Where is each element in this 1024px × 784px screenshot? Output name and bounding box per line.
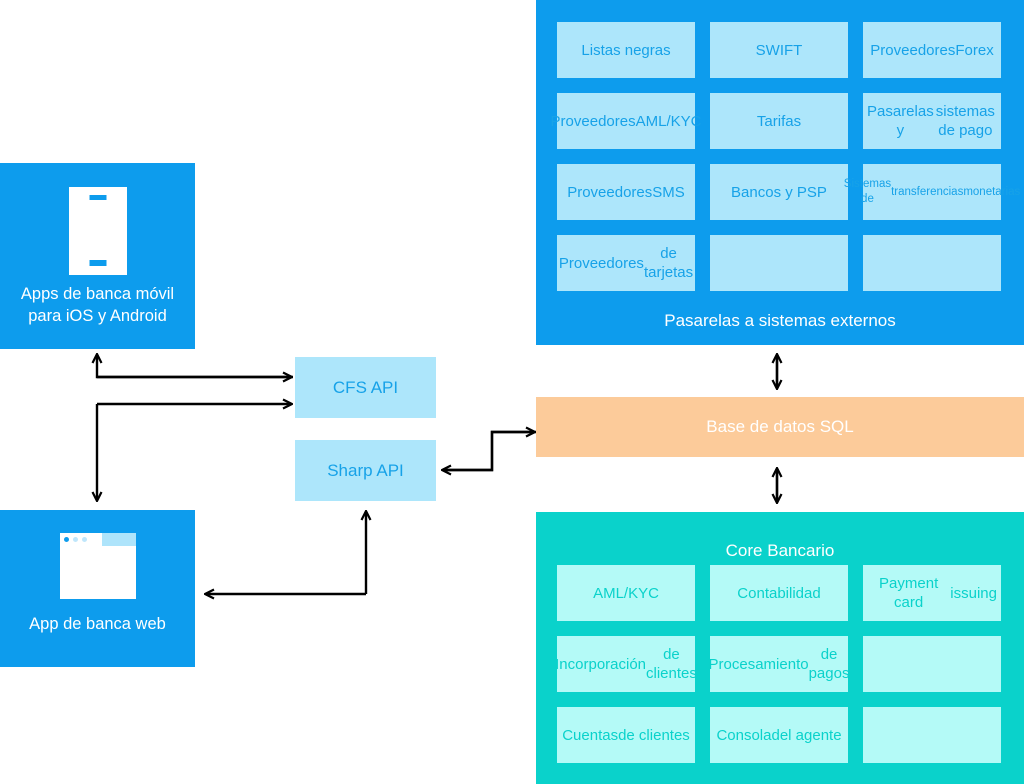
core-tile-label-line: de pagos <box>808 646 850 682</box>
browser-title-bar <box>60 533 136 546</box>
browser-tab <box>101 533 136 546</box>
external-tile[interactable]: Listas negras <box>557 22 695 78</box>
external-tile-label-line: Pasarelas y <box>867 103 934 139</box>
external-panel-caption: Pasarelas a sistemas externos <box>664 311 896 330</box>
mobile-banking-apps-panel[interactable]: Apps de banca móvil para iOS y Android <box>0 163 195 349</box>
core-tile-label-line: Payment card <box>879 575 939 611</box>
browser-dot-2 <box>72 537 78 542</box>
sql-database-panel[interactable]: Base de datos SQL <box>536 397 1024 457</box>
core-tile-empty <box>863 636 1001 692</box>
external-tile-label-line: Bancos y PSP <box>731 183 827 201</box>
cfs-api-label: CFS API <box>332 377 399 397</box>
external-tile-label-line: Proveedores <box>550 112 636 130</box>
mobile-phone-icon <box>68 187 127 275</box>
external-tile[interactable]: Tarifas <box>710 93 848 149</box>
external-tile-label-line: Tarifas <box>756 112 802 130</box>
sharp-api-box[interactable]: Sharp API <box>295 440 436 501</box>
browser-dot-1 <box>63 537 69 542</box>
phone-home-indicator <box>89 260 106 266</box>
core-tile-label-line: del agente <box>771 726 842 744</box>
external-tile-label-line: Proveedores <box>567 183 653 201</box>
core-tile-label-line: Contabilidad <box>737 584 821 602</box>
sql-database-label: Base de datos SQL <box>706 417 854 436</box>
core-tile-label-line: de clientes <box>646 646 697 682</box>
external-tile-label-line: Proveedores <box>870 41 956 59</box>
external-tile-label-line: monetarias <box>963 185 1021 198</box>
external-tile-label-line: sistemas de pago <box>935 103 995 139</box>
core-tile[interactable]: Contabilidad <box>710 565 848 621</box>
core-tile-empty <box>863 707 1001 763</box>
browser-window-icon <box>59 533 136 599</box>
phone-speaker-slot <box>89 195 106 200</box>
external-tile[interactable]: SWIFT <box>710 22 848 78</box>
connector-cfs-to-mobile <box>97 355 293 379</box>
external-tile-label-line: Sistemas de <box>843 178 892 205</box>
connector-sharp-to-sql <box>443 432 534 472</box>
web-panel-label: App de banca web <box>29 615 166 633</box>
core-tile-label-line: de clientes <box>618 726 690 744</box>
core-tile-label-line: Procesamiento <box>708 655 809 673</box>
core-tile-label-line: AML/KYC <box>593 584 659 602</box>
mobile-panel-label-line2: para iOS y Android <box>28 307 167 325</box>
connector-sql-to-sharp <box>443 430 536 470</box>
core-tile[interactable]: Payment card issuing <box>863 565 1001 621</box>
browser-dot-3 <box>81 537 87 542</box>
external-tile-label-line: Forex <box>955 41 994 59</box>
core-tile-label-line: Cuentas <box>562 726 619 744</box>
mobile-panel-label: Apps de banca móvil para iOS y Android <box>0 283 195 327</box>
sharp-api-label: Sharp API <box>327 460 404 480</box>
core-tile-label-line: issuing <box>950 584 997 602</box>
core-tile[interactable]: AML/KYC <box>557 565 695 621</box>
external-tile-empty <box>863 235 1001 291</box>
external-tile-label-line: SWIFT <box>755 41 803 59</box>
external-tile[interactable]: Bancos y PSP <box>710 164 848 220</box>
external-tile-label-line: SMS <box>652 183 685 201</box>
connector-cfs-to-web <box>97 404 291 500</box>
external-tile-label-line: Proveedores <box>558 254 644 272</box>
core-banking-panel[interactable]: Core Bancario AML/KYC Contabilidad Payment… <box>536 512 1024 784</box>
external-tile-label-line: transferencias <box>891 185 964 198</box>
web-banking-app-panel[interactable]: App de banca web <box>0 510 195 667</box>
connector-sharp-to-web <box>206 512 366 594</box>
mobile-panel-label-line1: Apps de banca móvil <box>20 285 175 303</box>
external-tile-label-line: de tarjetas <box>643 245 694 281</box>
core-tile-label-line: Consola <box>716 726 772 744</box>
external-tile-label-line: Listas negras <box>581 41 671 59</box>
external-tile-label-line: AML/KYC <box>635 112 702 130</box>
cfs-api-box[interactable]: CFS API <box>295 357 436 418</box>
core-tile-label-line: Incorporación <box>555 655 647 673</box>
external-tile-empty <box>710 235 848 291</box>
core-banking-title: Core Bancario <box>725 541 835 560</box>
